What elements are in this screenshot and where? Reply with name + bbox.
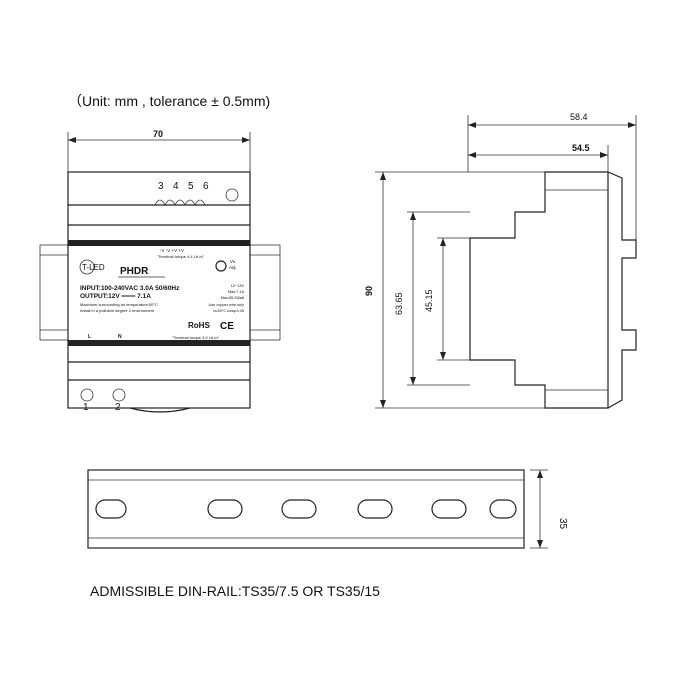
spec-power: Max:85.2Watt xyxy=(221,296,245,300)
dim-90: 90 xyxy=(364,286,374,296)
terminal-n: N xyxy=(118,334,122,340)
ce-mark: CE xyxy=(220,321,234,332)
model-name: PHDR xyxy=(120,266,149,277)
front-view: 70 3 4 5 6 T-LED PHDR -V -V +V +V "Termi… xyxy=(39,129,281,413)
dim-45-15: 45.15 xyxy=(424,289,434,312)
rail-left xyxy=(39,244,69,341)
note-temperature: Maximum surrounding air temperature:50°C xyxy=(80,302,158,307)
units-note: （Unit: mm , tolerance ± 0.5mm) xyxy=(68,93,270,109)
terminal-2: 2 xyxy=(115,402,121,413)
terminal-5: 5 xyxy=(188,181,194,192)
side-profile xyxy=(469,171,609,409)
brand-logo: T-LED xyxy=(82,263,105,272)
top-torque: "Terminal torque 4.4 Lb-in" xyxy=(157,254,205,259)
terminal-l: L xyxy=(88,334,91,340)
led-indicator xyxy=(225,188,239,202)
output-rating: OUTPUT:12V ═══ 7.1A xyxy=(80,293,151,300)
input-rating: INPUT:100-240VAC 3.0A 50/60Hz xyxy=(80,285,180,292)
terminal-1: 1 xyxy=(83,402,89,413)
spec-current: Max:7.1A xyxy=(228,290,245,294)
width-dim: 70 xyxy=(153,129,163,139)
din-rail-caption: ADMISSIBLE DIN-RAIL:TS35/7.5 OR TS35/15 xyxy=(90,583,380,599)
rail-right xyxy=(249,244,281,341)
vo-label: Vo xyxy=(230,259,236,264)
adj-label: Adj. xyxy=(229,265,237,270)
bulb-logo-icon xyxy=(79,259,95,275)
din-rail-view: 35 ADMISSIBLE DIN-RAIL:TS35/7.5 OR TS35/… xyxy=(87,469,568,599)
spec-voltage: 12~13V xyxy=(231,284,245,288)
terminal-3: 3 xyxy=(158,181,164,192)
vo-adj-potentiometer-icon xyxy=(215,260,227,272)
terminal-6: 6 xyxy=(203,181,209,192)
spec-ta: ta:50°C cosφ:0.45 xyxy=(213,309,244,313)
terminal-screw-1 xyxy=(80,388,94,402)
spec-wire: Use copper wire only xyxy=(209,303,245,307)
dim-58-4: 58.4 xyxy=(570,112,588,122)
bottom-torque: "Terminal torque 3.0 Lb-in" xyxy=(172,335,220,340)
terminal-screw-2 xyxy=(112,388,126,402)
side-view: 58.4 54.5 90 63.65 45.15 xyxy=(364,112,637,409)
terminal-4: 4 xyxy=(173,181,179,192)
dim-63-65: 63.65 xyxy=(394,292,404,315)
top-terminal-labels: -V -V +V +V xyxy=(160,248,184,253)
rail-height-dim: 35 xyxy=(557,518,568,530)
note-pollution: Install in a pollution degree 2 environm… xyxy=(80,308,155,313)
dim-54-5: 54.5 xyxy=(572,143,590,153)
rohs-mark: RoHS xyxy=(188,321,210,330)
